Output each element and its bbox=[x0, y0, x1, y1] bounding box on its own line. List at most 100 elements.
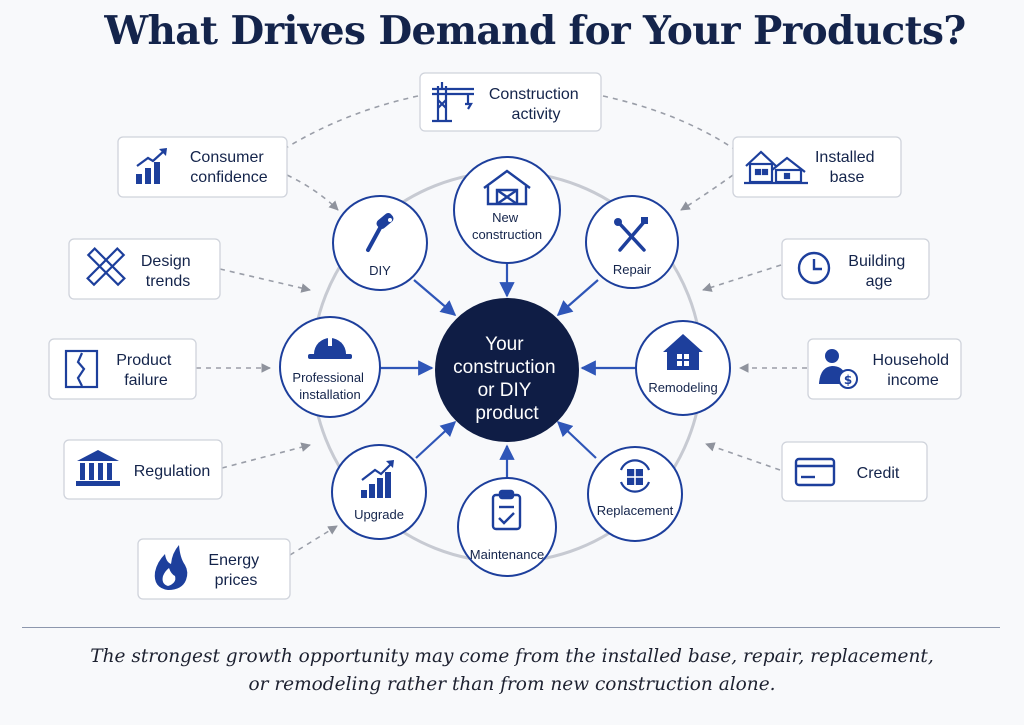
ring-node-professional-installation: Professional installation bbox=[279, 316, 381, 418]
footer-line-1: The strongest growth opportunity may com… bbox=[90, 646, 934, 667]
flame-icon bbox=[154, 545, 188, 590]
ruler-pencil-icon bbox=[86, 247, 126, 287]
arrow-upgrade bbox=[415, 420, 457, 459]
person-dollar-icon: $ bbox=[819, 349, 858, 389]
svg-text:New construction: New construction bbox=[472, 210, 542, 242]
footer-divider bbox=[22, 627, 1000, 628]
installed-base-label-2: base bbox=[830, 169, 865, 186]
product-failure-label-2: failure bbox=[124, 372, 168, 389]
product-failure-label-1: Product bbox=[116, 352, 172, 369]
ring-node-repair: Repair bbox=[585, 195, 679, 289]
svg-text:Energy prices: Energy prices bbox=[208, 552, 263, 589]
rising-bars-icon bbox=[136, 148, 167, 184]
hard-hat-icon bbox=[308, 336, 352, 359]
connector-consumer-confidence bbox=[286, 174, 339, 211]
clock-icon bbox=[797, 251, 831, 285]
connector-building-age bbox=[702, 264, 782, 292]
connector-energy-prices bbox=[289, 525, 338, 556]
cracked-panel-icon bbox=[64, 349, 99, 389]
connector-construction-activity-right bbox=[602, 95, 751, 161]
svg-text:Repair: Repair bbox=[613, 262, 652, 277]
svg-text:Household income: Household income bbox=[873, 352, 954, 389]
new-construction-label-1: New bbox=[492, 210, 519, 225]
driver-regulation: Regulation bbox=[63, 439, 223, 500]
svg-text:Construction activity: Construction activity bbox=[489, 86, 583, 123]
ring-node-diy: DIY bbox=[332, 195, 428, 291]
driver-design-trends: Design trends bbox=[68, 238, 221, 300]
window-cycle-icon bbox=[619, 459, 651, 493]
regulation-label: Regulation bbox=[134, 463, 211, 480]
title-area: What Drives Demand for Your Products? bbox=[0, 0, 1024, 70]
design-trends-label-2: trends bbox=[146, 273, 190, 290]
arrow-diy bbox=[413, 279, 457, 316]
construction-activity-label-1: Construction bbox=[489, 86, 579, 103]
ring-node-maintenance: Maintenance bbox=[457, 477, 557, 577]
design-trends-label-1: Design bbox=[141, 253, 191, 270]
hub-node: Your construction or DIY product bbox=[435, 298, 579, 442]
maintenance-label: Maintenance bbox=[470, 547, 544, 562]
hub-arrows bbox=[380, 263, 636, 478]
credit-card-icon bbox=[794, 457, 836, 487]
repair-label: Repair bbox=[613, 262, 652, 277]
houses-icon bbox=[744, 150, 808, 185]
new-construction-label-2: construction bbox=[472, 227, 542, 242]
page-title: What Drives Demand for Your Products? bbox=[104, 8, 966, 54]
house-frame-icon bbox=[483, 169, 531, 206]
energy-prices-label-1: Energy bbox=[208, 552, 259, 569]
driver-installed-base: Installed base bbox=[732, 136, 902, 198]
svg-text:Upgrade: Upgrade bbox=[354, 507, 404, 522]
connector-regulation bbox=[221, 442, 311, 469]
svg-text:Maintenance: Maintenance bbox=[470, 547, 544, 562]
ring-node-new-construction: New construction bbox=[453, 156, 561, 264]
svg-text:Building age: Building age bbox=[848, 253, 909, 290]
wrench-screwdriver-icon bbox=[614, 217, 648, 252]
ring-node-remodeling: Remodeling bbox=[635, 320, 731, 416]
connector-design-trends bbox=[219, 268, 311, 293]
household-income-label-2: income bbox=[887, 372, 939, 389]
svg-text:Remodeling: Remodeling bbox=[648, 380, 717, 395]
demand-diagram: Your construction or DIY product New con… bbox=[48, 72, 962, 600]
house-icon bbox=[663, 334, 703, 370]
diy-label: DIY bbox=[369, 263, 391, 278]
driver-consumer-confidence: Consumer confidence bbox=[117, 136, 288, 198]
ring-node-replacement: Replacement bbox=[587, 446, 683, 542]
professional-installation-label-1: Professional bbox=[292, 370, 364, 385]
clipboard-check-icon bbox=[491, 489, 522, 531]
arrow-replacement bbox=[556, 420, 597, 459]
arrow-repair bbox=[556, 279, 599, 317]
svg-text:Product failure: Product failure bbox=[116, 352, 176, 389]
footer-line-2: or remodeling rather than from new const… bbox=[248, 674, 776, 695]
paint-roller-icon bbox=[366, 213, 394, 252]
driver-construction-activity: Construction activity bbox=[419, 72, 602, 132]
growth-chart-icon bbox=[361, 460, 394, 498]
driver-household-income: $ Household income bbox=[807, 338, 962, 400]
driver-product-failure: Product failure bbox=[48, 338, 197, 400]
svg-text:Regulation: Regulation bbox=[134, 463, 211, 480]
consumer-confidence-label-2: confidence bbox=[190, 169, 267, 186]
energy-prices-label-2: prices bbox=[215, 572, 258, 589]
connector-installed-base bbox=[680, 174, 734, 211]
professional-installation-label-2: installation bbox=[299, 387, 360, 402]
driver-credit: Credit bbox=[781, 441, 928, 502]
svg-text:$: $ bbox=[844, 373, 852, 387]
remodeling-label: Remodeling bbox=[648, 380, 717, 395]
building-age-label-1: Building bbox=[848, 253, 905, 270]
building-age-label-2: age bbox=[866, 273, 893, 290]
construction-activity-label-2: activity bbox=[512, 106, 561, 123]
upgrade-label: Upgrade bbox=[354, 507, 404, 522]
connector-credit bbox=[705, 442, 781, 471]
government-building-icon bbox=[76, 450, 120, 486]
svg-text:Design trends: Design trends bbox=[141, 253, 195, 290]
svg-text:Credit: Credit bbox=[857, 465, 900, 482]
replacement-label: Replacement bbox=[597, 503, 674, 518]
svg-text:Consumer confidence: Consumer confidence bbox=[190, 149, 268, 186]
household-income-label-1: Household bbox=[873, 352, 950, 369]
svg-text:Professional installatio: Professional installation bbox=[292, 370, 367, 402]
driver-energy-prices: Energy prices bbox=[137, 538, 291, 600]
credit-label: Credit bbox=[857, 465, 900, 482]
installed-base-label-1: Installed bbox=[815, 149, 875, 166]
ring-node-upgrade: Upgrade bbox=[331, 444, 427, 540]
svg-text:DIY: DIY bbox=[369, 263, 391, 278]
svg-text:Replacement: Replacement bbox=[597, 503, 674, 518]
svg-text:Installed base: Installed base bbox=[815, 149, 879, 186]
